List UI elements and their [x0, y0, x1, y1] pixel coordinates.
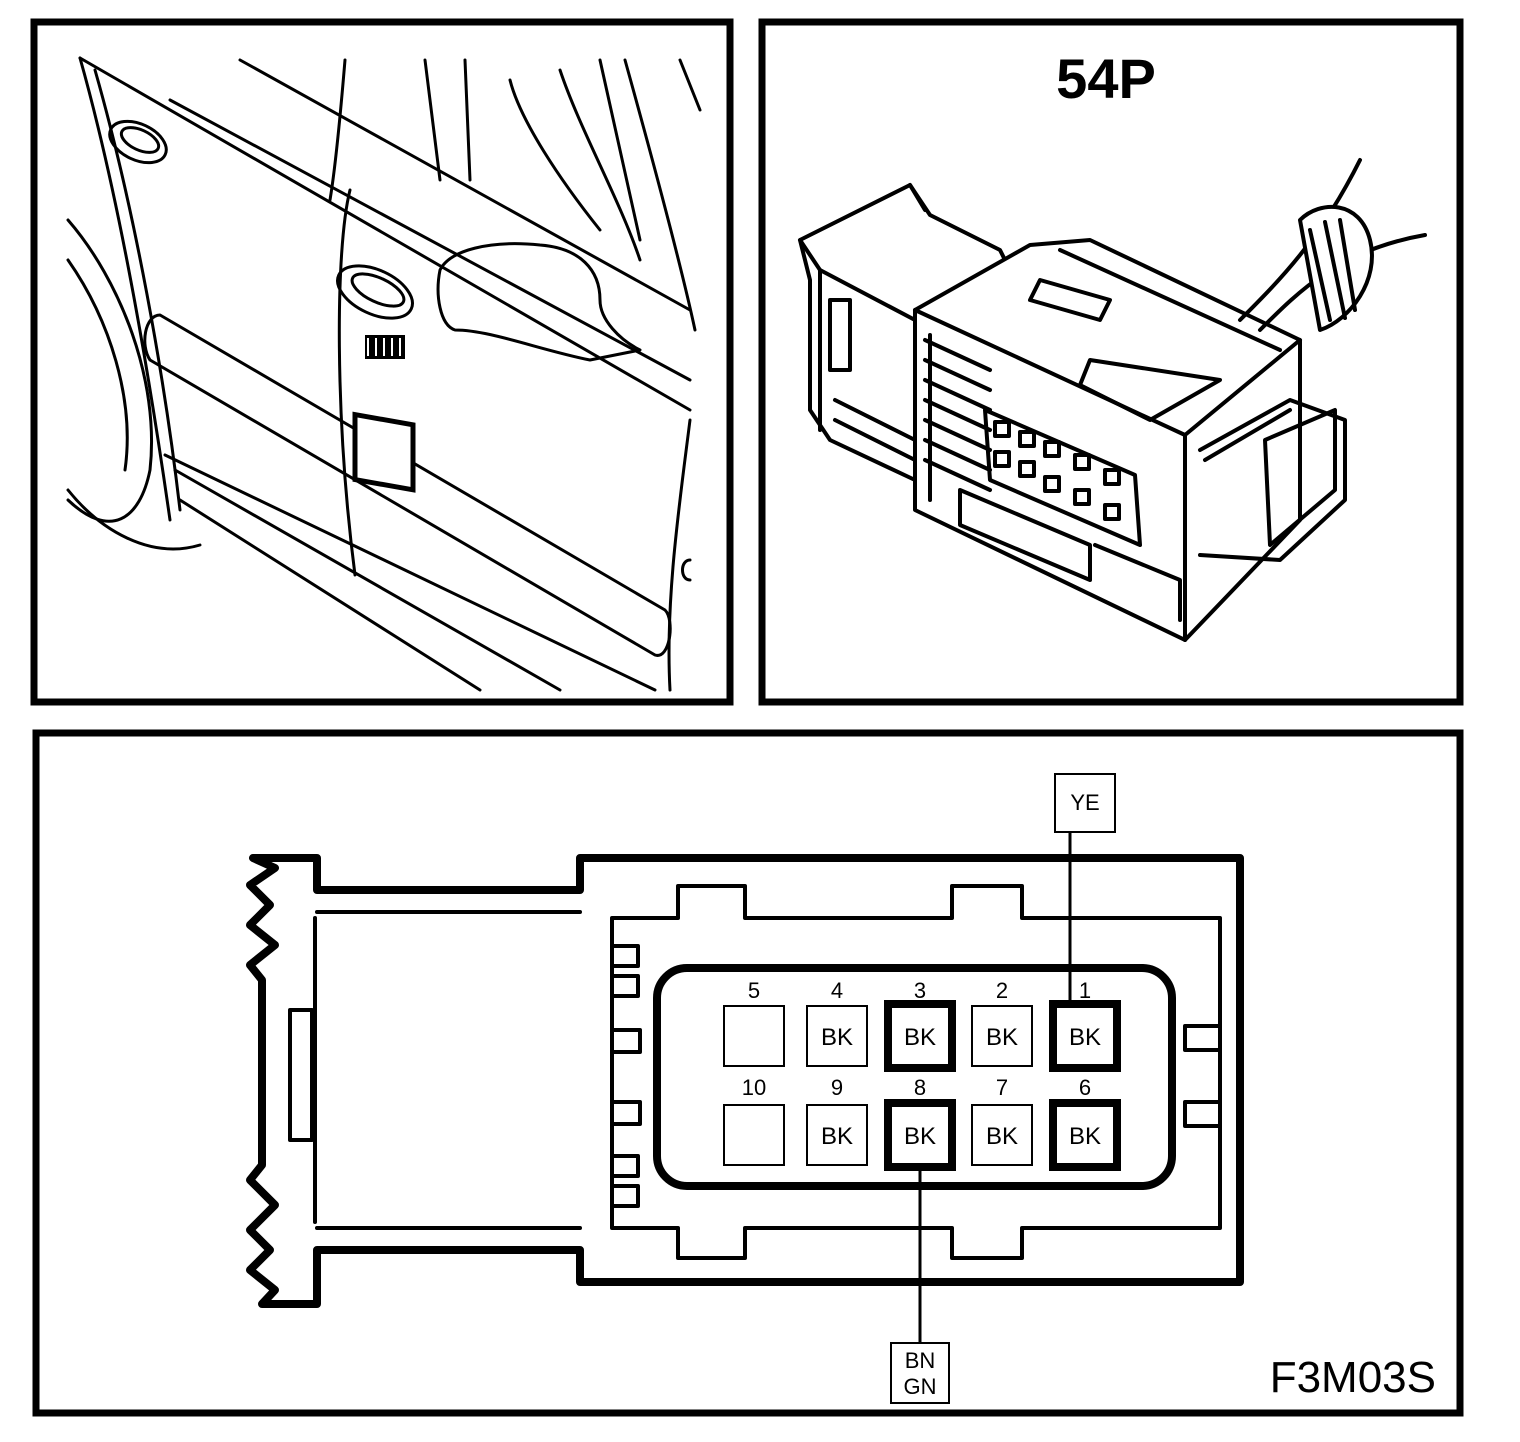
svg-text:BK: BK: [821, 1024, 853, 1051]
connector-title: 54P: [1056, 47, 1156, 110]
svg-text:BK: BK: [986, 1024, 1018, 1051]
svg-text:9: 9: [831, 1075, 843, 1100]
svg-text:10: 10: [742, 1075, 766, 1100]
connector-body: [246, 854, 1244, 1308]
wire-ye-label: YE: [1070, 790, 1099, 815]
pin-5: 5: [723, 978, 785, 1067]
wire-ye: YE: [1054, 773, 1116, 1004]
svg-text:BK: BK: [1069, 1024, 1101, 1051]
pin-10: 10: [723, 1075, 785, 1166]
svg-text:2: 2: [996, 978, 1008, 1003]
svg-text:BK: BK: [904, 1024, 936, 1051]
pin-1: 1 BK: [1049, 978, 1121, 1072]
car-door-illustration: [66, 56, 702, 692]
connector-3d-illustration: [798, 158, 1427, 642]
wire-bn-gn: BN GN: [890, 1167, 950, 1404]
svg-text:1: 1: [1079, 978, 1091, 1003]
door-connector-icon: [352, 335, 416, 493]
svg-text:BK: BK: [904, 1123, 936, 1150]
svg-text:5: 5: [748, 978, 760, 1003]
svg-text:8: 8: [914, 1075, 926, 1100]
pin-8: 8 BK: [884, 1075, 956, 1171]
svg-text:3: 3: [914, 978, 926, 1003]
pin-9: 9 BK: [806, 1075, 868, 1166]
door-location-panel: [30, 18, 734, 706]
svg-text:7: 7: [996, 1075, 1008, 1100]
svg-text:BK: BK: [821, 1123, 853, 1150]
pin-6: 6 BK: [1049, 1075, 1121, 1171]
connector-3d-panel: 54P: [758, 18, 1464, 706]
pin-2: 2 BK: [971, 978, 1033, 1067]
svg-text:4: 4: [831, 978, 843, 1003]
figure-code: F3M03S: [1270, 1353, 1436, 1402]
svg-text:BK: BK: [986, 1123, 1018, 1150]
wire-gn-label: GN: [904, 1374, 937, 1399]
pin-7: 7 BK: [971, 1075, 1033, 1166]
pin-4: 4 BK: [806, 978, 868, 1067]
svg-text:BK: BK: [1069, 1123, 1101, 1150]
pin-3: 3 BK: [884, 978, 956, 1072]
wire-bn-label: BN: [905, 1348, 936, 1373]
svg-text:6: 6: [1079, 1075, 1091, 1100]
pinout-panel: 5 4 BK 3 BK 2 BK 1 BK 10: [32, 729, 1464, 1417]
